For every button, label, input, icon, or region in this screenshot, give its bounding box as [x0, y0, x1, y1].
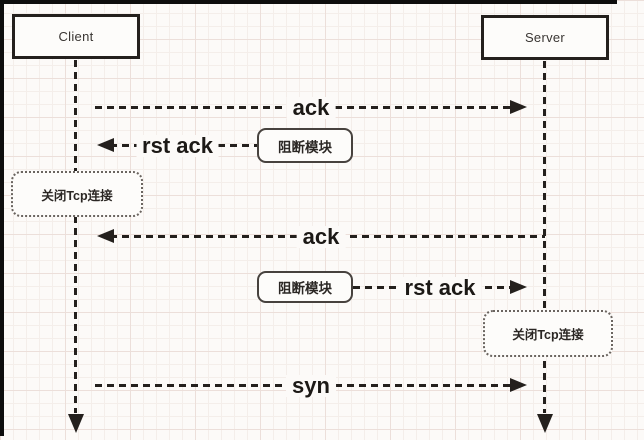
message-label: ack [286, 97, 336, 119]
message-label: syn [286, 375, 336, 397]
window-edge-top [0, 0, 617, 4]
message-rst-ack-2: rst ack [353, 273, 527, 303]
actor-label: Client [58, 29, 94, 44]
note-close-tcp-client: 关闭Tcp连接 [11, 171, 143, 217]
message-syn: syn [95, 371, 527, 401]
message-label: ack [296, 226, 346, 248]
arrowhead-right-icon [510, 280, 527, 294]
actor-box-client: Client [12, 14, 140, 59]
note-label: 关闭Tcp连接 [512, 328, 584, 342]
block-module-label: 阻断模块 [278, 139, 332, 155]
arrowhead-right-icon [510, 378, 527, 392]
actor-box-server: Server [481, 15, 609, 60]
block-module-box-1: 阻断模块 [257, 128, 353, 163]
arrowhead-right-icon [510, 100, 527, 114]
actor-label: Server [524, 30, 566, 45]
note-close-tcp-server: 关闭Tcp连接 [483, 310, 613, 357]
message-ack-1: ack [95, 93, 527, 123]
window-edge-left [0, 0, 4, 436]
server-lifeline-arrow-icon [537, 414, 553, 433]
message-ack-2: ack [97, 222, 545, 252]
client-lifeline [74, 60, 77, 413]
message-rst-ack-1: rst ack [97, 131, 258, 161]
arrowhead-left-icon [97, 229, 114, 243]
block-module-box-2: 阻断模块 [257, 271, 353, 303]
block-module-label: 阻断模块 [278, 281, 332, 296]
client-lifeline-arrow-icon [68, 414, 84, 433]
message-label: rst ack [136, 135, 219, 157]
arrowhead-left-icon [97, 138, 114, 152]
message-label: rst ack [398, 277, 482, 299]
note-label: 关闭Tcp连接 [41, 188, 113, 203]
